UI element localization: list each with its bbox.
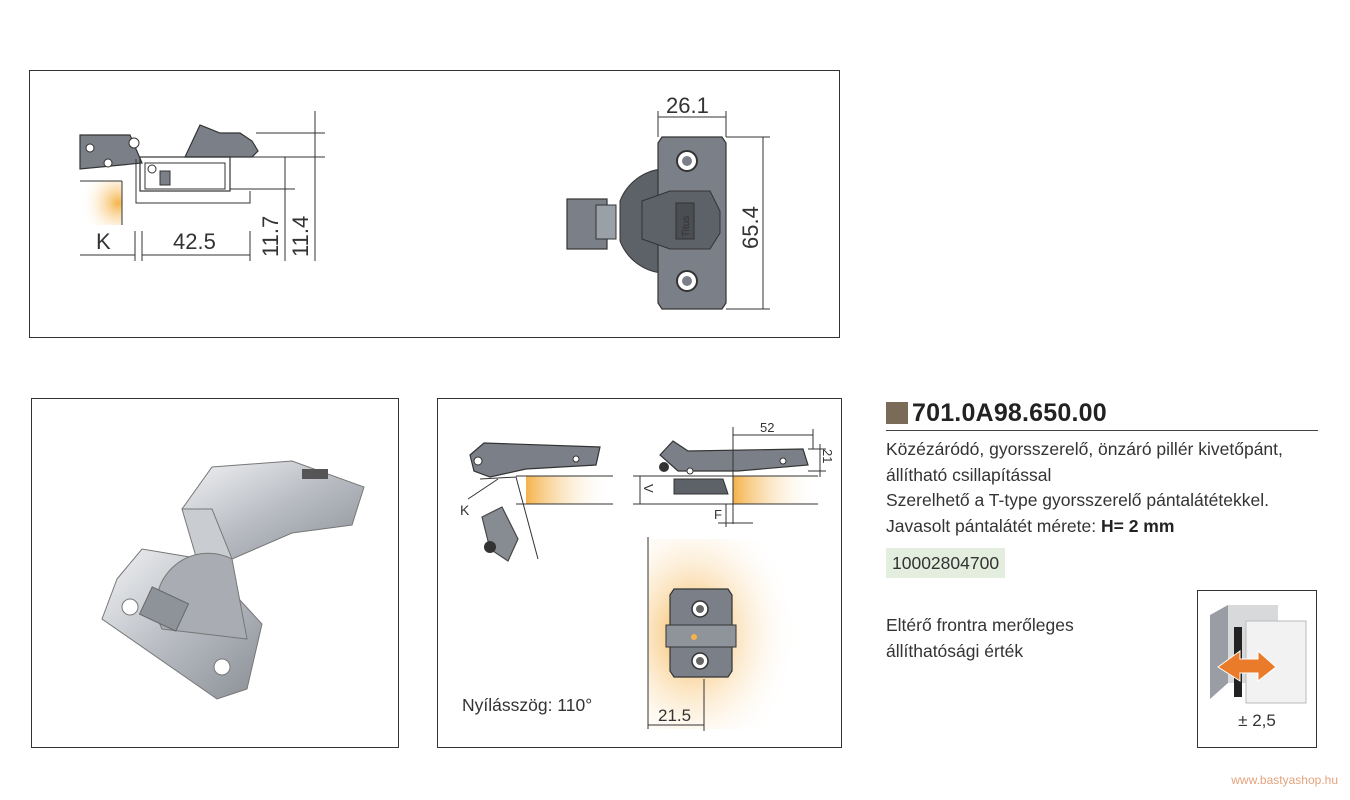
dim-11-7-label: 11.7	[258, 216, 283, 257]
description-line-4-prefix: Javasolt pántalátét mérete:	[886, 515, 1101, 536]
adjustment-cube-icon	[1210, 605, 1307, 704]
adjustment-text-line-1: Eltérő frontra merőleges	[886, 615, 1074, 635]
side-and-front-view-drawing: K 42.5 11.7 11.4 Titus 26.1 65.4	[79, 93, 770, 310]
opening-angle-label: Nyílásszög: 110°	[462, 695, 593, 715]
footer-site[interactable]: www.bastyashop.hu	[1231, 773, 1338, 787]
plate-logo: Titus	[681, 216, 692, 237]
hinge-photo-illustration	[101, 460, 365, 700]
closed-hinge-drawing: 52 21 V F	[633, 420, 835, 527]
dim-42-5-label: 42.5	[173, 229, 216, 254]
description-line-1: Közézáródó, gyorsszerelő, önzáró pillér …	[886, 439, 1283, 459]
dim-65-4-label: 65.4	[738, 206, 763, 249]
product-photo-panel	[31, 398, 399, 748]
description-line-2: állítható csillapítással	[886, 464, 1052, 485]
mounting-drawings: K 52 21 V F	[460, 420, 835, 731]
adjustment-value: ± 2,5	[1238, 711, 1276, 730]
product-code: 701.0A98.650.00	[912, 398, 1107, 427]
description-line-3: Szerelhető a T-type gyorsszerelő pántalá…	[886, 490, 1269, 510]
adjustment-text: Eltérő frontra merőleges állíthatósági é…	[886, 612, 1074, 664]
product-code-row: 701.0A98.650.00	[886, 396, 1318, 431]
mounting-drawing-panel: K 52 21 V F	[437, 398, 842, 748]
dim-26-1-label: 26.1	[666, 93, 709, 118]
dim-k-label: K	[96, 229, 111, 254]
description-line-4: Javasolt pántalátét mérete: H= 2 mm	[886, 514, 1318, 540]
description-line-4-bold: H= 2 mm	[1100, 515, 1175, 536]
product-info: 701.0A98.650.00 Közézáródó, gyorsszerelő…	[886, 396, 1318, 539]
dim-52-label: 52	[760, 420, 774, 435]
article-number: 10002804700	[886, 548, 1006, 578]
top-drawing-panel: K 42.5 11.7 11.4 Titus 26.1 65.4	[29, 70, 840, 338]
mounting-plate-drawing: 21.5	[647, 537, 798, 731]
side-view: K 42.5 11.7 11.4	[79, 111, 325, 261]
dim-11-4-label: 11.4	[288, 216, 313, 257]
product-description: Közézáródó, gyorsszerelő, önzáró pillér …	[886, 437, 1318, 539]
adjustment-box: ± 2,5	[1197, 590, 1317, 748]
dim-k-mid-label: K	[460, 502, 470, 518]
dim-v-label: V	[641, 484, 656, 493]
dim-f-label: F	[714, 507, 722, 522]
front-view: Titus 26.1 65.4	[566, 93, 770, 310]
open-hinge-drawing: K	[460, 442, 613, 562]
dim-21-label: 21	[820, 449, 835, 463]
adjustment-text-line-2: állíthatósági érték	[886, 641, 1024, 661]
code-square-icon	[886, 402, 908, 424]
dim-21-5-label: 21.5	[658, 706, 691, 725]
